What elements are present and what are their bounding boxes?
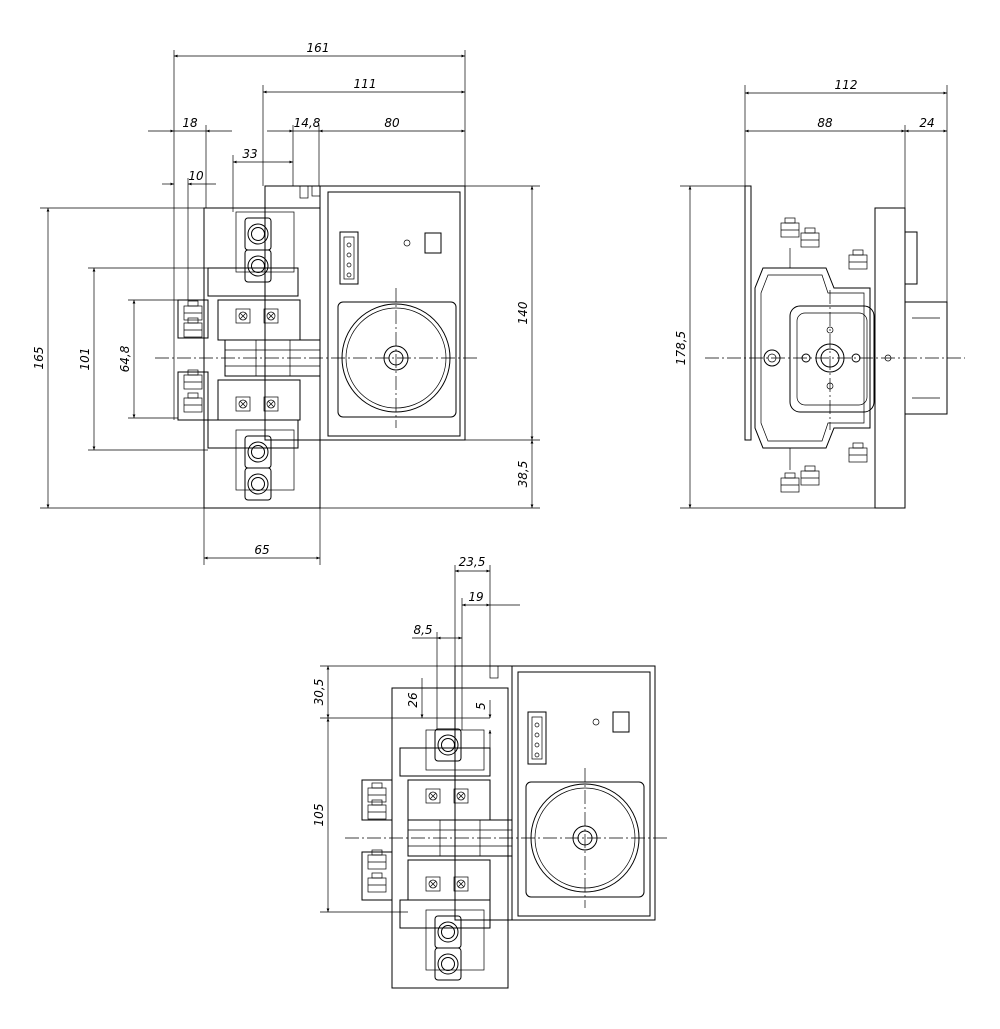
module-panel xyxy=(327,191,461,437)
dim-23-5: 23,5 xyxy=(459,555,486,569)
dim-111: 111 xyxy=(354,77,377,91)
dim-5: 5 xyxy=(474,702,488,710)
dim-65: 65 xyxy=(254,543,269,557)
bottom-module-panel xyxy=(517,671,651,917)
dim-80: 80 xyxy=(384,116,400,130)
front-view xyxy=(155,185,478,509)
dim-161: 161 xyxy=(307,41,330,55)
bottom-connector xyxy=(527,711,547,765)
dim-112: 112 xyxy=(835,78,858,92)
rotor-panel xyxy=(337,301,457,418)
dim-19: 19 xyxy=(468,590,483,604)
bottom-relay-housing xyxy=(454,665,656,921)
dim-88: 88 xyxy=(817,116,833,130)
front-view-dimension-labels: 161 111 18 14,8 80 33 10 165 101 64,8 14… xyxy=(32,41,530,557)
relay-housing xyxy=(264,185,466,441)
front-view-dimension-lines xyxy=(40,50,540,565)
side-view-dimension-lines xyxy=(680,85,948,509)
dim-165: 165 xyxy=(32,347,46,370)
connector xyxy=(339,231,359,285)
side-body xyxy=(754,267,871,449)
dim-64-8: 64,8 xyxy=(118,345,132,372)
bottom-view-dimension-labels: 23,5 19 8,5 30,5 26 5 105 xyxy=(312,555,488,826)
dim-140: 140 xyxy=(516,301,530,324)
bottom-view-dimension-lines xyxy=(320,565,520,913)
dim-38-5: 38,5 xyxy=(516,461,530,488)
dim-101: 101 xyxy=(78,348,92,371)
dim-8-5: 8,5 xyxy=(413,623,432,637)
dim-178-5: 178,5 xyxy=(674,331,688,365)
dim-18: 18 xyxy=(182,116,198,130)
dim-10: 10 xyxy=(188,169,204,183)
dim-33: 33 xyxy=(242,147,257,161)
side-view-dimension-labels: 112 88 24 178,5 xyxy=(674,78,935,365)
bottom-view xyxy=(345,665,668,989)
dim-24: 24 xyxy=(919,116,934,130)
dim-105: 105 xyxy=(312,804,326,827)
side-view xyxy=(705,185,965,509)
dim-26: 26 xyxy=(406,692,420,708)
dim-14-8: 14,8 xyxy=(294,116,321,130)
dim-30-5: 30,5 xyxy=(312,679,326,706)
side-mounting-plate xyxy=(744,185,752,441)
